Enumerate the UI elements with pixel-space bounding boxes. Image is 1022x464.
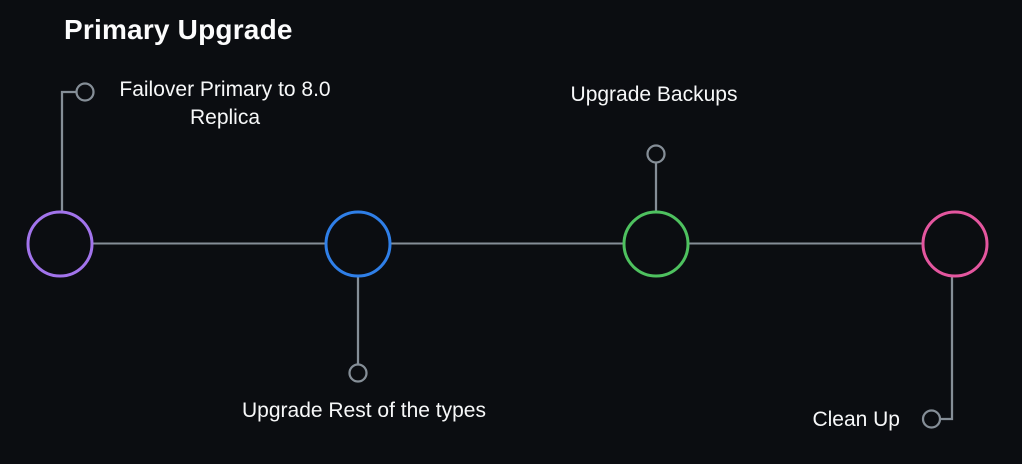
milestone-label-1: Failover Primary to 8.0 Replica <box>119 78 331 129</box>
label-connectors <box>60 82 954 429</box>
milestone-node-2 <box>324 210 392 278</box>
page-title: Primary Upgrade <box>64 14 293 45</box>
connector-milestone-4 <box>940 275 954 421</box>
marker-ring-milestone-4 <box>921 409 942 429</box>
milestone-label-3: Upgrade Backups <box>570 83 738 106</box>
milestone-node-3 <box>622 210 690 278</box>
milestone-node-1 <box>26 210 94 278</box>
connector-milestone-1 <box>60 90 76 213</box>
marker-ring-milestone-3 <box>646 144 666 164</box>
milestone-label-2: Upgrade Rest of the types <box>242 399 486 422</box>
milestone-label-4: Clean Up <box>812 408 900 431</box>
marker-ring-milestone-1 <box>75 82 95 102</box>
marker-ring-milestone-2 <box>348 363 368 383</box>
milestone-node-4 <box>921 210 989 278</box>
